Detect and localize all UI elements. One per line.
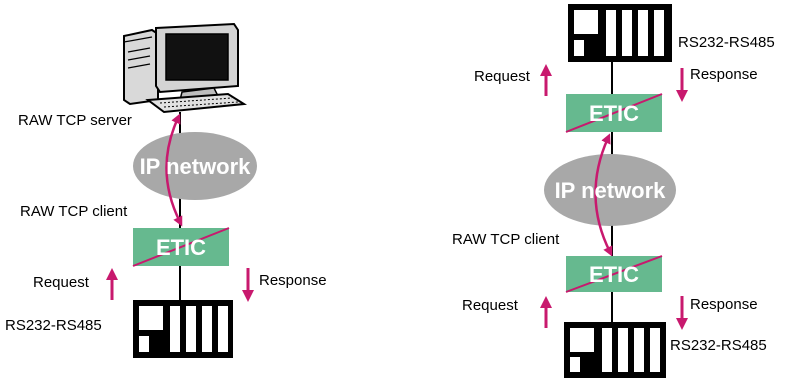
right-bottom-etic-strike — [565, 255, 663, 293]
left-device-icon — [133, 300, 233, 358]
right-bottom-request-label: Request — [462, 297, 518, 314]
right-top-etic-strike — [565, 93, 663, 133]
left-tcp-link-arrow — [165, 113, 183, 227]
right-bottom-device-label: RS232-RS485 — [670, 337, 767, 354]
right-top-etic-label: ETIC — [589, 101, 639, 126]
right-top-device-icon — [568, 4, 672, 62]
left-client-label: RAW TCP client — [20, 203, 128, 220]
right-client-label: RAW TCP client — [452, 231, 560, 248]
right-top-device-label: RS232-RS485 — [678, 34, 775, 51]
right-top-request-label: Request — [474, 68, 530, 85]
left-etic-label: ETIC — [156, 235, 206, 260]
left-etic-strike — [132, 227, 230, 267]
right-bottom-response-label: Response — [690, 296, 758, 313]
right-top-response-label: Response — [690, 66, 758, 83]
left-server-label: RAW TCP server — [18, 112, 132, 129]
right-bottom-etic-label: ETIC — [589, 262, 639, 287]
right-tcp-link-arrow — [594, 133, 613, 257]
left-request-label: Request — [33, 274, 89, 291]
computer-icon — [123, 22, 248, 114]
left-network-label: IP network — [140, 154, 252, 179]
left-network-cloud — [133, 132, 257, 200]
right-network-label: IP network — [555, 178, 667, 203]
left-device-label: RS232-RS485 — [5, 317, 102, 334]
left-response-label: Response — [259, 272, 327, 289]
right-bottom-device-icon — [564, 322, 666, 378]
